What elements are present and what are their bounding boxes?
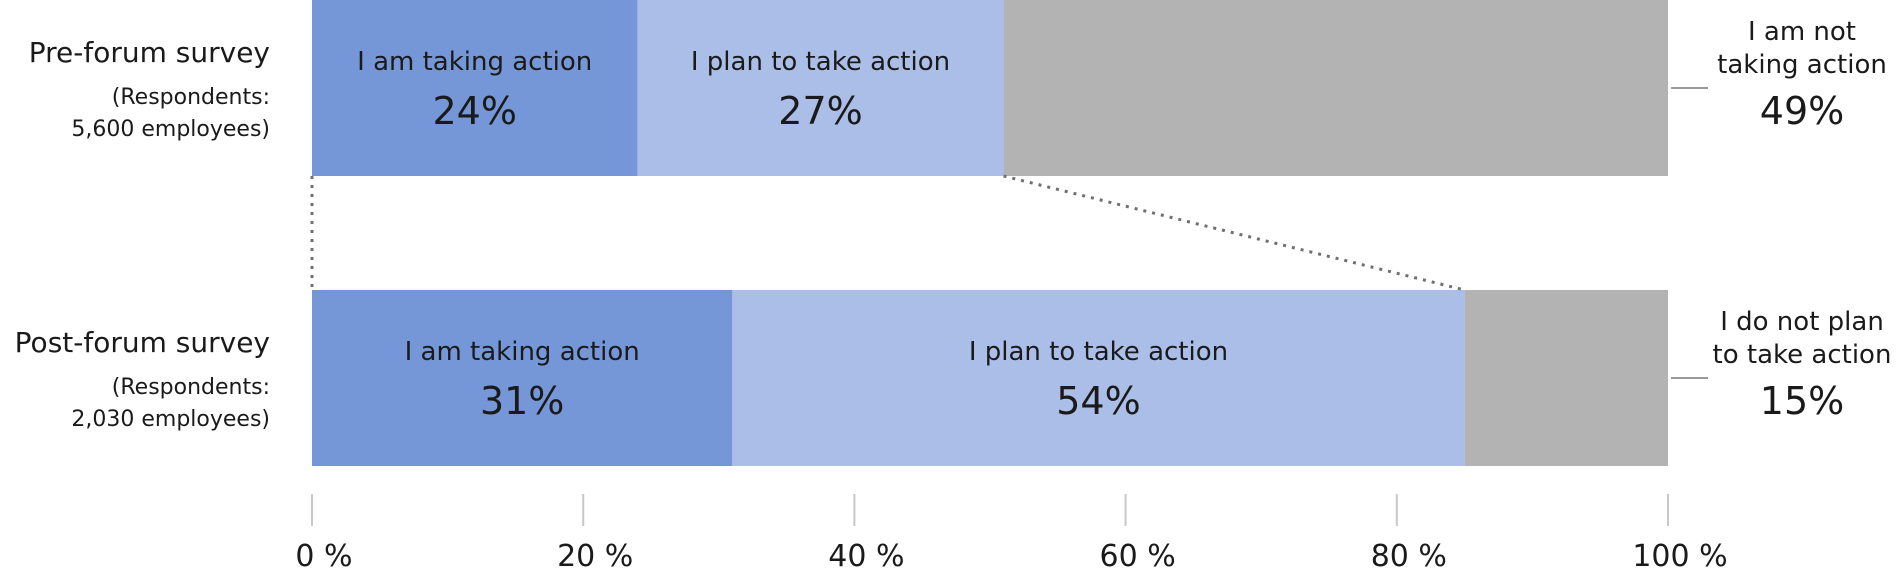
post-forum-survey-segment-3-label: to take action bbox=[1713, 340, 1892, 370]
post-forum-survey-segment-2-label: I plan to take action bbox=[969, 337, 1228, 367]
pre-forum-survey-segment-3-label: taking action bbox=[1717, 50, 1887, 80]
pre-forum-survey-title: Pre-forum survey bbox=[29, 36, 270, 69]
x-tick-label: 60 % bbox=[1099, 539, 1175, 570]
post-forum-survey-segment-3-label: I do not plan bbox=[1720, 307, 1884, 337]
x-tick-label: 0 % bbox=[295, 539, 352, 570]
pre-forum-survey-segment-2-value: 27% bbox=[778, 89, 862, 133]
post-forum-survey-respondents-line: 2,030 employees) bbox=[71, 407, 270, 432]
post-forum-survey-segment-1-value: 31% bbox=[480, 379, 564, 423]
x-tick-label: 100 % bbox=[1632, 539, 1727, 570]
pre-forum-survey-segment-3-value: 49% bbox=[1760, 89, 1844, 133]
pre-forum-survey-segment-1-label: I am taking action bbox=[357, 47, 592, 77]
post-forum-survey-segment-2-value: 54% bbox=[1056, 379, 1140, 423]
pre-forum-survey-segment-2-bar bbox=[637, 0, 1004, 176]
post-forum-survey-title: Post-forum survey bbox=[15, 326, 270, 359]
post-forum-survey-segment-3-bar bbox=[1464, 290, 1668, 466]
post-forum-survey-segment-3-value: 15% bbox=[1760, 379, 1844, 423]
x-tick-label: 40 % bbox=[828, 539, 904, 570]
pre-forum-survey-respondents-line: 5,600 employees) bbox=[71, 117, 270, 142]
pre-forum-survey-segment-1-value: 24% bbox=[432, 89, 516, 133]
pre-forum-survey-segment-3-label: I am not bbox=[1748, 17, 1856, 47]
pre-forum-survey-segment-1-bar bbox=[312, 0, 638, 176]
post-forum-survey-segment-1-label: I am taking action bbox=[405, 337, 640, 367]
connector-line-end bbox=[1003, 174, 1465, 292]
x-tick-label: 80 % bbox=[1371, 539, 1447, 570]
x-tick-label: 20 % bbox=[557, 539, 633, 570]
pre-forum-survey-respondents-line: (Respondents: bbox=[112, 85, 270, 110]
post-forum-survey-respondents-line: (Respondents: bbox=[112, 375, 270, 400]
pre-forum-survey-segment-2-label: I plan to take action bbox=[691, 47, 950, 77]
pre-forum-survey-segment-3-bar bbox=[1003, 0, 1668, 176]
post-forum-survey-segment-2-bar bbox=[732, 290, 1465, 466]
post-forum-survey-segment-1-bar bbox=[312, 290, 733, 466]
